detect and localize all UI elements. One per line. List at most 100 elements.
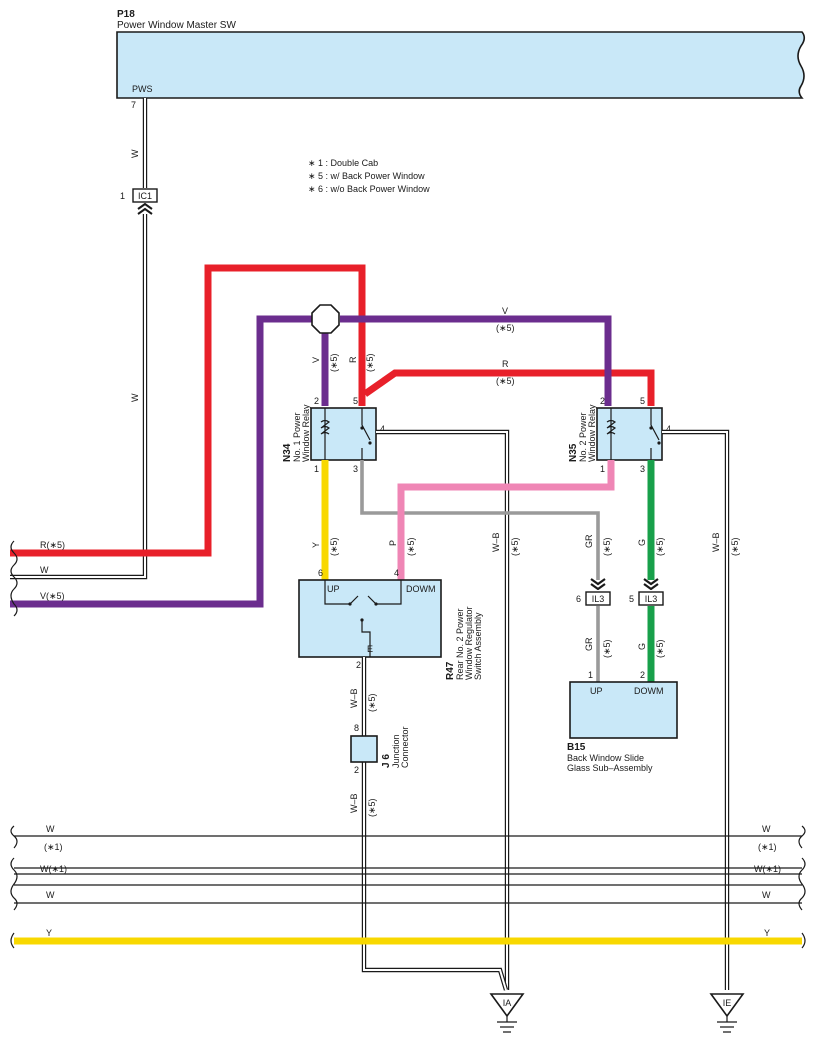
junction-j6-code: J 6 — [381, 754, 392, 768]
relay-n34-name-2: Window Relay — [301, 404, 311, 462]
switch-r47: 6 4 UP DOWM E 2 R47 Rear No. 2 Power Win… — [298, 568, 483, 680]
label-v-note: (∗5) — [496, 323, 515, 333]
label-wb-j6: W–B — [349, 793, 359, 813]
relay-n34-name-1: No. 1 Power — [292, 412, 302, 462]
master-switch-pin: 7 — [131, 100, 136, 110]
connector-ic1-label: IC1 — [138, 191, 152, 201]
label-wb-j6-note: (∗5) — [367, 798, 377, 817]
note-5: ∗ 5 : w/ Back Power Window — [308, 171, 425, 181]
label-g-lower-note: (∗5) — [655, 639, 665, 658]
label-r-note: (∗5) — [496, 376, 515, 386]
connector-il3-label-gr: IL3 — [592, 594, 605, 604]
notes: ∗ 1 : Double Cab ∗ 5 : w/ Back Power Win… — [308, 158, 430, 194]
relay-n35-pin5: 5 — [640, 396, 645, 406]
relay-n34-code: N34 — [282, 443, 293, 462]
bundle-y-left: Y — [46, 928, 52, 938]
master-switch-name: Power Window Master SW — [117, 20, 236, 31]
junction-j6-pin-bottom: 2 — [354, 765, 359, 775]
ground-ie: IE — [709, 993, 745, 1033]
switch-r47-pin6: 6 — [318, 568, 323, 578]
switch-r47-pin4: 4 — [394, 568, 399, 578]
label-wb-n34-note: (∗5) — [510, 537, 520, 556]
assembly-b15-up: UP — [590, 686, 603, 696]
label-wb-r47-note: (∗5) — [367, 693, 377, 712]
label-p-note: (∗5) — [406, 537, 416, 556]
relay-n35-name-1: No. 2 Power — [578, 412, 588, 462]
label-v-n34: V — [311, 357, 321, 363]
bundle-w1-right: W(∗1) — [754, 864, 781, 874]
label-g-note: (∗5) — [655, 537, 665, 556]
wire-wb-r47 — [361, 657, 509, 991]
master-switch-p18: P18 Power Window Master SW PWS 7 — [116, 9, 806, 110]
wire-w-pws — [10, 98, 148, 580]
ground-ia: IA — [489, 993, 525, 1033]
label-v5: V(∗5) — [40, 591, 65, 601]
ground-ia-label: IA — [503, 998, 512, 1008]
bundle-w1-left: W(∗1) — [40, 864, 67, 874]
connector-il3: IL3 IL3 6 5 — [576, 578, 664, 606]
relay-n34-pin4: 4 — [380, 424, 385, 434]
bundle-w1-note-left: (∗1) — [44, 842, 63, 852]
label-gr-note: (∗5) — [602, 537, 612, 556]
label-w-upper: W — [130, 149, 140, 158]
connector-ic1: IC1 1 — [120, 188, 158, 215]
wire-r — [10, 264, 655, 557]
switch-r47-name-2: Window Regulator — [464, 606, 474, 680]
master-switch-code: P18 — [117, 9, 135, 20]
bundle-y-right: Y — [764, 928, 770, 938]
junction-j6-pin-top: 8 — [354, 723, 359, 733]
switch-r47-code: R47 — [445, 661, 456, 680]
switch-r47-pin2: 2 — [356, 660, 361, 670]
relay-n35-pin1: 1 — [600, 464, 605, 474]
switch-r47-name-1: Rear No. 2 Power — [455, 608, 465, 680]
assembly-b15-code: B15 — [567, 742, 586, 753]
label-r-n34-note: (∗5) — [365, 353, 375, 372]
label-wb-n35-note: (∗5) — [730, 537, 740, 556]
relay-n34-pin2: 2 — [314, 396, 319, 406]
relay-n35-pin2: 2 — [600, 396, 605, 406]
wire-p — [397, 460, 615, 580]
connector-il3-pin-g: 5 — [629, 594, 634, 604]
label-r5: R(∗5) — [40, 540, 65, 550]
relay-n34-pin5: 5 — [353, 396, 358, 406]
relay-n35-pin3: 3 — [640, 464, 645, 474]
junction-j6-name-2: Connector — [400, 726, 410, 768]
junction-j6-name-1: Junction — [391, 734, 401, 768]
label-gr-lower-note: (∗5) — [602, 639, 612, 658]
relay-n34: 2 5 4 1 3 N34 No. 1 Power Window Relay — [282, 396, 385, 474]
label-g-lower: G — [637, 643, 647, 650]
label-w-left: W — [40, 565, 49, 575]
connector-il3-pin-gr: 6 — [576, 594, 581, 604]
label-wb-r47: W–B — [349, 688, 359, 708]
splice-point — [311, 304, 340, 334]
relay-n35-name-2: Window Relay — [587, 404, 597, 462]
label-gr-lower: GR — [584, 637, 594, 651]
label-r-n34: R — [348, 356, 358, 363]
wire-v — [10, 315, 612, 608]
label-gr: GR — [584, 534, 594, 548]
ground-ie-label: IE — [723, 998, 732, 1008]
label-wb-n34: W–B — [491, 532, 501, 552]
connector-ic1-pin: 1 — [120, 191, 125, 201]
bottom-bundle — [10, 825, 806, 949]
assembly-b15-name-2: Glass Sub–Assembly — [567, 763, 653, 773]
label-v-top: V — [502, 306, 508, 316]
left-bundle-ends — [10, 540, 18, 617]
master-switch-terminal: PWS — [132, 84, 153, 94]
assembly-b15-pin2: 2 — [640, 670, 645, 680]
relay-n34-pin3: 3 — [353, 464, 358, 474]
bundle-w-right-2: W — [762, 890, 771, 900]
label-r-top: R — [502, 359, 509, 369]
bundle-w-right-1: W — [762, 824, 771, 834]
wire-wb-n35 — [662, 429, 730, 990]
assembly-b15: 1 2 UP DOWM B15 Back Window Slide Glass … — [567, 670, 678, 773]
label-v-n34-note: (∗5) — [329, 353, 339, 372]
switch-r47-down: DOWM — [406, 584, 436, 594]
label-w-lower: W — [130, 393, 140, 402]
junction-j6: 8 2 J 6 Junction Connector — [350, 723, 410, 775]
label-y: Y — [311, 542, 321, 548]
relay-n35: 2 5 4 1 3 N35 No. 2 Power Window Relay — [568, 396, 671, 474]
note-6: ∗ 6 : w/o Back Power Window — [308, 184, 430, 194]
label-p: P — [388, 540, 398, 546]
